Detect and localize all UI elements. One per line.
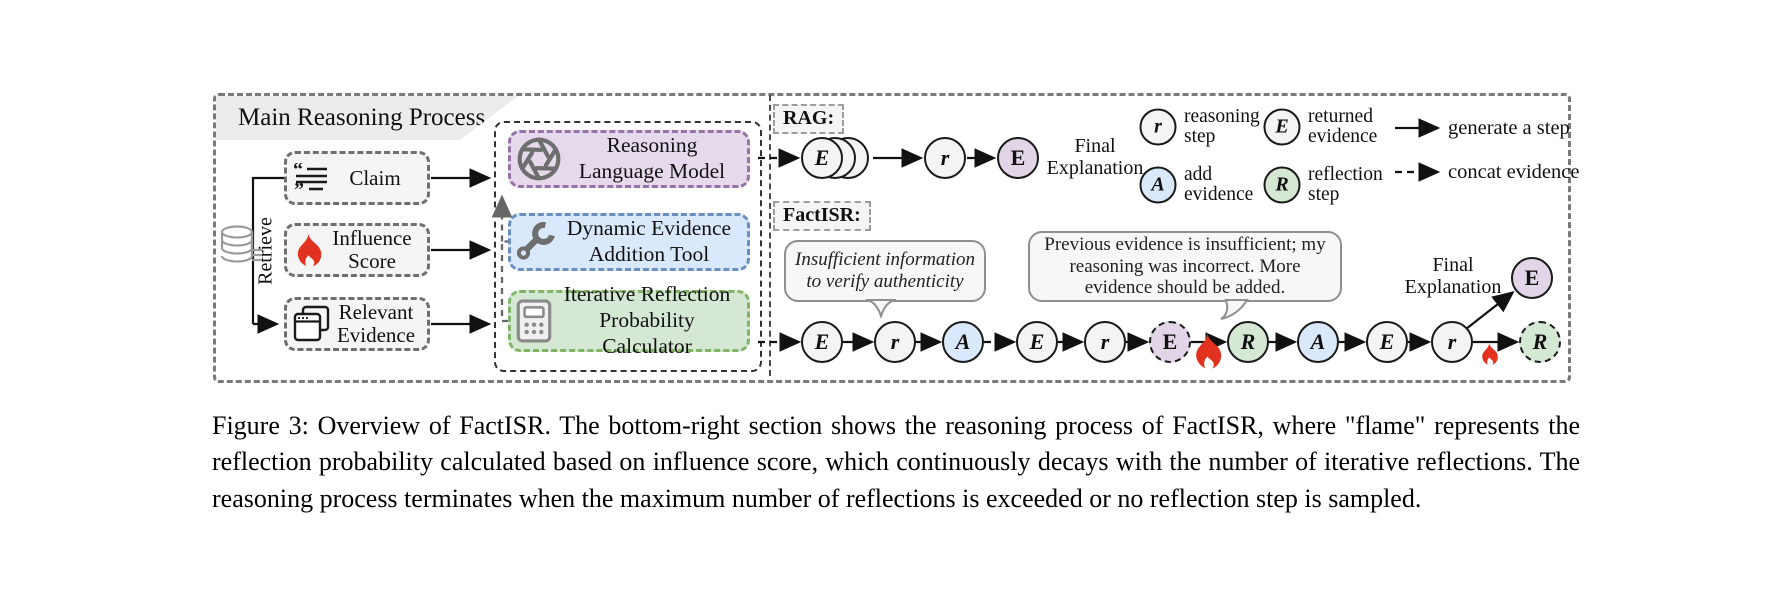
svg-text:”: ” [294,179,304,193]
rag-section-label: RAG: [773,104,845,134]
rag-node-evidence: E [801,137,843,179]
factisr-node-3-E: E [1016,321,1058,363]
rag-final-explanation-label: Final Explanation [1046,135,1144,179]
claim-box: “ ” Claim [284,151,430,205]
factisr-node-1-r: r [874,321,916,363]
svg-text:“: “ [293,163,303,181]
factisr-node-2-A: A [942,321,984,363]
reasoning-language-model-box: Reasoning Language Model [508,130,750,188]
claim-icon: “ ” [293,163,327,193]
relevant-evidence-box: Relevant Evidence [284,297,430,351]
legend-label-add-evidence: add evidence [1184,164,1254,206]
legend-label-reflection-step: reflection step [1308,164,1383,206]
legend-label-reasoning-step: reasoning step [1184,106,1260,148]
banner-title: Main Reasoning Process [238,104,486,131]
dynamic-evidence-addition-tool-label: Dynamic Evidence Addition Tool [566,216,732,266]
legend-label-returned-evidence: returned evidence [1308,106,1378,148]
factisr-node-5-E-reflected: E [1149,321,1191,363]
iterative-reflection-probability-calculator-box: Iterative Reflection Probability Calcula… [508,282,750,358]
rag-node-reasoning: r [924,137,966,179]
legend-label-generate-step: generate a step [1448,117,1570,139]
openai-logo-icon [517,137,561,181]
relevant-evidence-label: Relevant Evidence [336,300,416,347]
factisr-node-6-R: R [1227,321,1269,363]
retrieve-label: Retrieve [254,217,277,285]
legend-label-concat-evidence: concat evidence [1448,161,1580,183]
legend-node-R: R [1263,166,1301,204]
factisr-node-4-r: r [1084,321,1126,363]
main-reasoning-banner: Main Reasoning Process [216,96,518,140]
evidence-icon [293,305,330,342]
rag-node-final-evidence: E [997,137,1039,179]
speech-bubble-insufficient: Insufficient information to verify authe… [784,240,986,302]
factisr-final-evidence-node: E [1511,257,1553,299]
decayed-probability-flame-icon [1482,342,1498,365]
factisr-node-9-r: r [1431,321,1473,363]
figure-caption: Figure 3: Overview of FactISR. The botto… [212,411,1580,513]
factisr-node-7-A: A [1297,321,1339,363]
vertical-divider [769,95,771,376]
speech-bubble-previous-evidence: Previous evidence is insufficient; my re… [1028,231,1342,302]
legend-node-A: A [1139,166,1177,204]
legend-node-E: E [1263,108,1301,146]
claim-label: Claim [349,165,401,190]
outer-dashed-frame [213,93,1571,383]
flame-icon [297,232,322,267]
wrench-icon [516,222,555,260]
reasoning-language-model-label: Reasoning Language Model [578,133,726,183]
legend-node-r: r [1139,108,1177,146]
factisr-final-explanation-label: Final Explanation [1404,254,1502,298]
iterative-reflection-probability-calculator-label: Iterative Reflection Probability Calcula… [563,282,731,358]
influence-score-box: Influence Score [284,223,430,277]
tools-dashed-frame [494,121,762,372]
influence-score-label: Influence Score [332,226,412,273]
calculator-icon [516,299,552,343]
dynamic-evidence-addition-tool-box: Dynamic Evidence Addition Tool [508,213,750,271]
factisr-section-label: FactISR: [773,201,871,231]
reflection-probability-flame-icon [1196,332,1222,369]
factisr-node-10-R-sampled: R [1519,321,1561,363]
factisr-node-8-E: E [1366,321,1408,363]
factisr-node-0-E: E [801,321,843,363]
